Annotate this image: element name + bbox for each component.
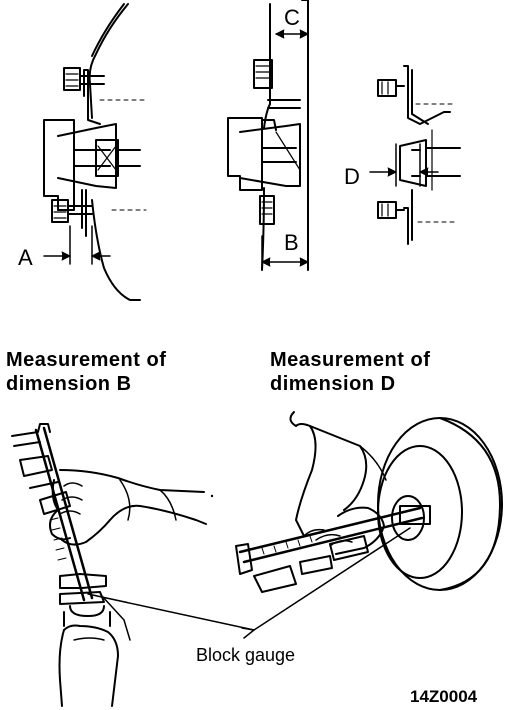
measurement-d-heading: Measurement of dimension D xyxy=(270,348,430,396)
caliper-measurement-d-illustration xyxy=(235,411,503,593)
figure-code: 14Z0004 xyxy=(410,687,478,706)
block-gauge-label: Block gauge xyxy=(196,645,296,665)
measurement-d-heading-line2: dimension D xyxy=(270,373,396,395)
block-gauge-leaders xyxy=(87,527,411,639)
measurement-d-heading-line1: Measurement of xyxy=(270,349,431,371)
caliper-measurement-b-illustration xyxy=(11,423,214,707)
measurement-b-heading-line1: Measurement of xyxy=(6,349,167,371)
dimension-a-label: A xyxy=(18,245,33,270)
hub-section-a xyxy=(43,3,147,301)
hub-section-b xyxy=(227,0,309,271)
dimension-b-label: B xyxy=(284,230,299,255)
hub-section-d xyxy=(369,65,461,245)
measurement-b-heading-line2: dimension B xyxy=(6,373,132,395)
measurement-b-heading: Measurement of dimension B xyxy=(6,348,166,396)
dimension-d-label: D xyxy=(344,164,360,189)
dimension-c-label: C xyxy=(284,5,300,30)
